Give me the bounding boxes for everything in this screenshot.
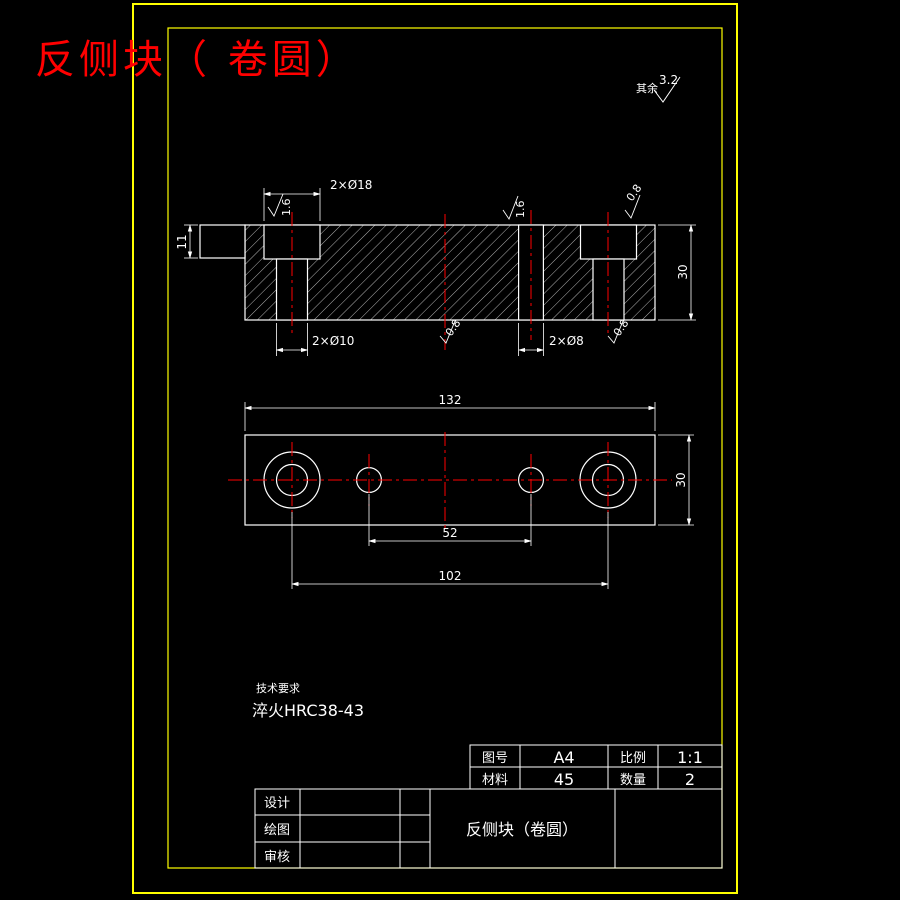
roughness-top-right-text: 0.8 [624, 182, 645, 204]
part-title: 反侧块（卷圆） [466, 820, 578, 839]
dim-plan-width: 132 [244, 393, 656, 431]
dim-counterbore-text: 2×Ø18 [330, 178, 372, 192]
dim-section-height-text: 30 [676, 264, 690, 279]
dim-plan-height-text: 30 [674, 472, 688, 487]
material-label: 材料 [482, 773, 508, 788]
roughness-left-text: 1.6 [280, 199, 293, 217]
tech-requirements: 技术要求 淬火HRC38-43 [252, 682, 364, 720]
dim-large-spacing: 102 [291, 512, 609, 589]
tech-requirements-line: 淬火HRC38-43 [252, 701, 364, 720]
row-draw-label: 绘图 [264, 823, 290, 838]
scale-value: 1:1 [677, 748, 703, 767]
material-value: 45 [554, 770, 574, 789]
title-block-lower-table [254, 788, 723, 869]
quantity-label: 数量 [620, 773, 646, 788]
row-design-label: 设计 [264, 796, 290, 811]
tech-requirements-header: 技术要求 [256, 682, 300, 695]
dim-through-left-text: 2×Ø10 [312, 334, 354, 348]
dim-lip-height: 11 [175, 224, 198, 259]
general-roughness-note: 其余 3.2 [636, 73, 681, 103]
section-view: 2×Ø18 11 30 2×Ø10 2×Ø8 [175, 178, 696, 356]
dim-through-left: 2×Ø10 [275, 323, 354, 356]
drawing-no-value: A4 [553, 748, 574, 767]
dim-plan-height: 30 [658, 434, 694, 526]
quantity-value: 2 [685, 770, 695, 789]
outer-frame [132, 3, 738, 894]
roughness-prefix-label: 其余 [636, 81, 658, 95]
section-centerlines [291, 210, 609, 350]
roughness-value: 3.2 [659, 73, 678, 87]
dim-plan-width-text: 132 [439, 393, 462, 407]
dim-section-height: 30 [658, 224, 696, 321]
roughness-check-icon [624, 194, 641, 219]
dim-lip-height-text: 11 [175, 234, 189, 249]
drawing-no-label: 图号 [482, 751, 508, 766]
title-block: 图号 A4 比例 1:1 材料 45 数量 2 设计 绘图 审核 反侧块（卷圆） [254, 744, 723, 869]
row-check-label: 审核 [264, 850, 290, 865]
roughness-check-icon [267, 193, 284, 217]
plan-view: 132 30 52 102 [228, 393, 694, 589]
dim-large-spacing-text: 102 [439, 569, 462, 583]
inner-frame [167, 27, 723, 869]
plan-centerlines [228, 432, 672, 528]
page-title: 反侧块（ 卷圆） [35, 37, 360, 83]
roughness-check-icon [439, 320, 456, 344]
dim-small-spacing-text: 52 [442, 526, 457, 540]
dim-small-hole-text: 2×Ø8 [549, 334, 584, 348]
dim-small-spacing: 52 [368, 494, 532, 546]
roughness-check-icon [653, 76, 681, 103]
roughness-mid-text: 1.6 [514, 201, 527, 219]
scale-label: 比例 [620, 751, 646, 766]
dim-small-hole: 2×Ø8 [517, 323, 584, 356]
dim-counterbore: 2×Ø18 [263, 178, 372, 221]
roughness-check-icon [502, 195, 519, 220]
section-lip [199, 224, 246, 259]
roughness-check-icon [607, 320, 624, 344]
